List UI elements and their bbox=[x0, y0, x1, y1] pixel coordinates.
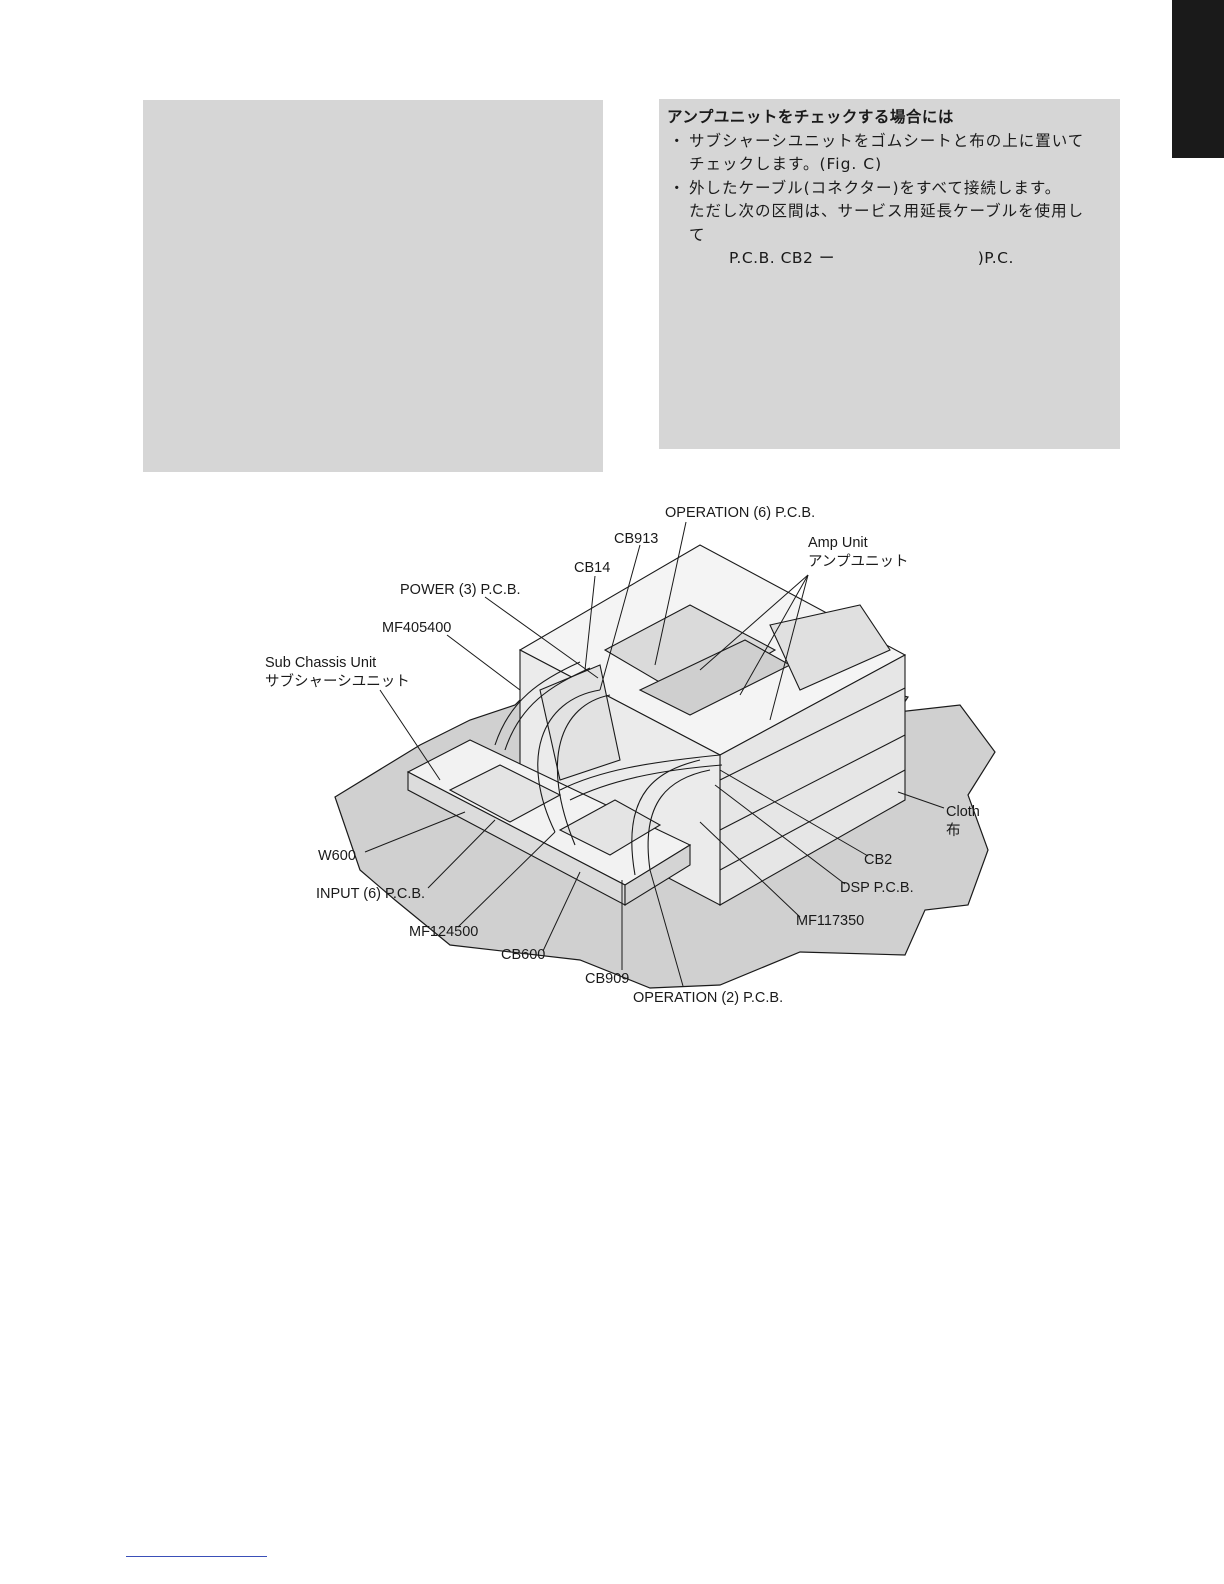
bullet-2-line-3: て bbox=[689, 225, 706, 244]
connection-from: P.C.B. CB2 ー bbox=[729, 249, 835, 267]
label-amp-unit-en: Amp Unit bbox=[808, 535, 868, 551]
notice-text: アンプユニットをチェックする場合には ・ サブシャーシユニットをゴムシートと布の… bbox=[667, 106, 1117, 271]
section-tab bbox=[1172, 0, 1224, 158]
label-mf405400: MF405400 bbox=[382, 620, 451, 636]
notice-box-left bbox=[143, 100, 603, 472]
label-cb913: CB913 bbox=[614, 531, 658, 547]
label-operation2: OPERATION (2) P.C.B. bbox=[633, 990, 783, 1006]
label-sub-chassis-en: Sub Chassis Unit bbox=[265, 655, 376, 671]
label-mf124500: MF124500 bbox=[409, 924, 478, 940]
label-cb14: CB14 bbox=[574, 560, 610, 576]
bullet-1-line-2: チェックします。(Fig. C) bbox=[689, 155, 883, 173]
bullet-mark: ・ bbox=[669, 131, 686, 150]
connection-to: )P.C. bbox=[977, 249, 1014, 267]
label-dsp: DSP P.C.B. bbox=[840, 880, 914, 896]
notice-bullet-2: ・ 外したケーブル(コネクター)をすべて接続します。 ただし次の区間は、サービス… bbox=[667, 177, 1117, 248]
label-mf117350: MF117350 bbox=[796, 913, 864, 929]
label-input6: INPUT (6) P.C.B. bbox=[316, 886, 425, 902]
bullet-2-line-1: 外したケーブル(コネクター)をすべて接続します。 bbox=[689, 178, 1062, 197]
label-cb2: CB2 bbox=[864, 852, 892, 868]
label-amp-unit-jp: アンプユニット bbox=[808, 553, 908, 570]
notice-heading: アンプユニットをチェックする場合には bbox=[667, 108, 954, 126]
label-cloth-jp: 布 bbox=[946, 822, 961, 839]
label-w600: W600 bbox=[318, 848, 356, 864]
leader-lines bbox=[364, 521, 945, 987]
label-sub-chassis-jp: サブシャーシユニット bbox=[265, 672, 410, 690]
footer-link-rule bbox=[126, 1556, 267, 1557]
label-cloth-en: Cloth bbox=[946, 804, 980, 820]
label-cb600: CB600 bbox=[501, 947, 545, 963]
flat-cables bbox=[494, 661, 723, 876]
notice-box-right bbox=[659, 99, 1120, 449]
label-power3: POWER (3) P.C.B. bbox=[400, 582, 521, 598]
bullet-mark: ・ bbox=[669, 178, 686, 197]
connection-line: P.C.B. CB2 ー )P.C. bbox=[729, 247, 1117, 271]
label-operation6: OPERATION (6) P.C.B. bbox=[665, 505, 815, 521]
bullet-1-line-1: サブシャーシユニットをゴムシートと布の上に置いて bbox=[689, 131, 1085, 150]
notice-bullet-1: ・ サブシャーシユニットをゴムシートと布の上に置いて チェックします。(Fig.… bbox=[667, 130, 1117, 177]
bullet-2-line-2: ただし次の区間は、サービス用延長ケーブルを使用し bbox=[689, 202, 1085, 220]
label-cb909: CB909 bbox=[585, 971, 629, 987]
